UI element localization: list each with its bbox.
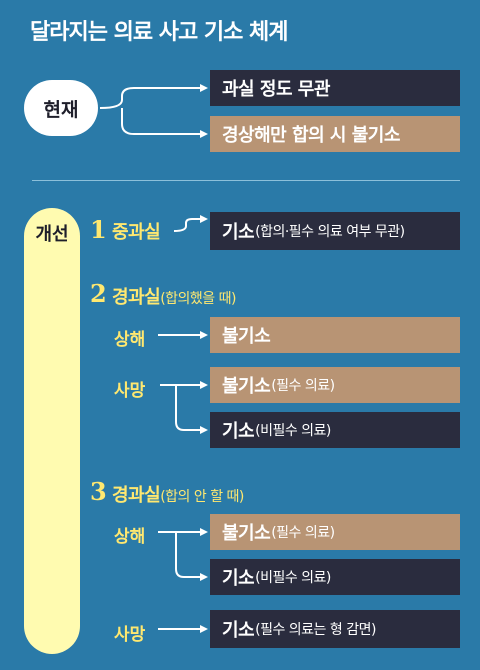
case-label-death: 사망: [114, 381, 146, 401]
outcome-main: 불기소: [222, 376, 271, 397]
current-outcome-1: 과실 정도 무관: [210, 70, 460, 106]
arrow-current-branch: [99, 84, 208, 109]
case-label-death: 사망: [114, 625, 146, 645]
diagram-title: 달라지는 의료 사고 기소 체계: [30, 20, 289, 45]
section2-death-outcome-essential: 불기소(필수 의료): [210, 367, 460, 403]
section-heading-1: 중과실: [112, 222, 161, 243]
section-number-3: 3: [90, 477, 107, 506]
case-label-injury: 상해: [114, 330, 146, 350]
section1-result: 기소(합의·필수 의료 여부 무관): [210, 212, 460, 250]
outcome-main: 기소: [222, 568, 255, 589]
section-number-2: 2: [90, 279, 107, 308]
improvement-label: 개선: [35, 224, 69, 245]
outcome-main: 기소: [222, 620, 255, 641]
outcome-note: (필수 의료): [271, 378, 335, 394]
section3-death-outcome: 기소(필수 의료는 형 감면): [210, 610, 460, 648]
section3-injury-outcome-essential: 불기소(필수 의료): [210, 514, 460, 550]
outcome-main: 과실 정도 무관: [222, 79, 330, 100]
arrow-s1: [173, 215, 208, 232]
arrow-s3-injury-branch: [175, 532, 208, 581]
outcome-note: (비필수 의료): [255, 423, 331, 439]
outcome-main: 기소: [222, 421, 255, 442]
section-heading-2: 경과실(합의했을 때): [112, 283, 236, 309]
outcome-main: 경상해만 합의 시 불기소: [222, 125, 400, 146]
heading-note: (합의 안 할 때): [160, 489, 244, 505]
current-outcome-2: 경상해만 합의 시 불기소: [210, 116, 460, 152]
outcome-note: (필수 의료): [271, 525, 335, 541]
section-number-1: 1: [90, 215, 107, 244]
section2-death-outcome-nonessential: 기소(비필수 의료): [210, 412, 460, 448]
heading-text: 경과실: [112, 287, 161, 308]
case-label-injury: 상해: [114, 527, 146, 547]
section3-injury-outcome-nonessential: 기소(비필수 의료): [210, 559, 460, 595]
improvement-bar: [24, 208, 80, 654]
section-heading-3: 경과실(합의 안 할 때): [112, 481, 244, 507]
current-label: 현재: [24, 80, 98, 136]
outcome-note: (합의·필수 의료 여부 무관): [255, 224, 405, 240]
arrow-s2-death-branch: [175, 385, 208, 434]
heading-text: 경과실: [112, 485, 161, 506]
section2-injury-outcome: 불기소: [210, 317, 460, 353]
divider: [32, 180, 460, 181]
arrow-current-branch: [121, 108, 208, 138]
outcome-note: (비필수 의료): [255, 570, 331, 586]
outcome-note: (필수 의료는 형 감면): [255, 622, 376, 638]
heading-note: (합의했을 때): [160, 291, 236, 307]
outcome-main: 불기소: [222, 523, 271, 544]
outcome-main: 불기소: [222, 326, 271, 347]
outcome-main: 기소: [222, 222, 255, 243]
